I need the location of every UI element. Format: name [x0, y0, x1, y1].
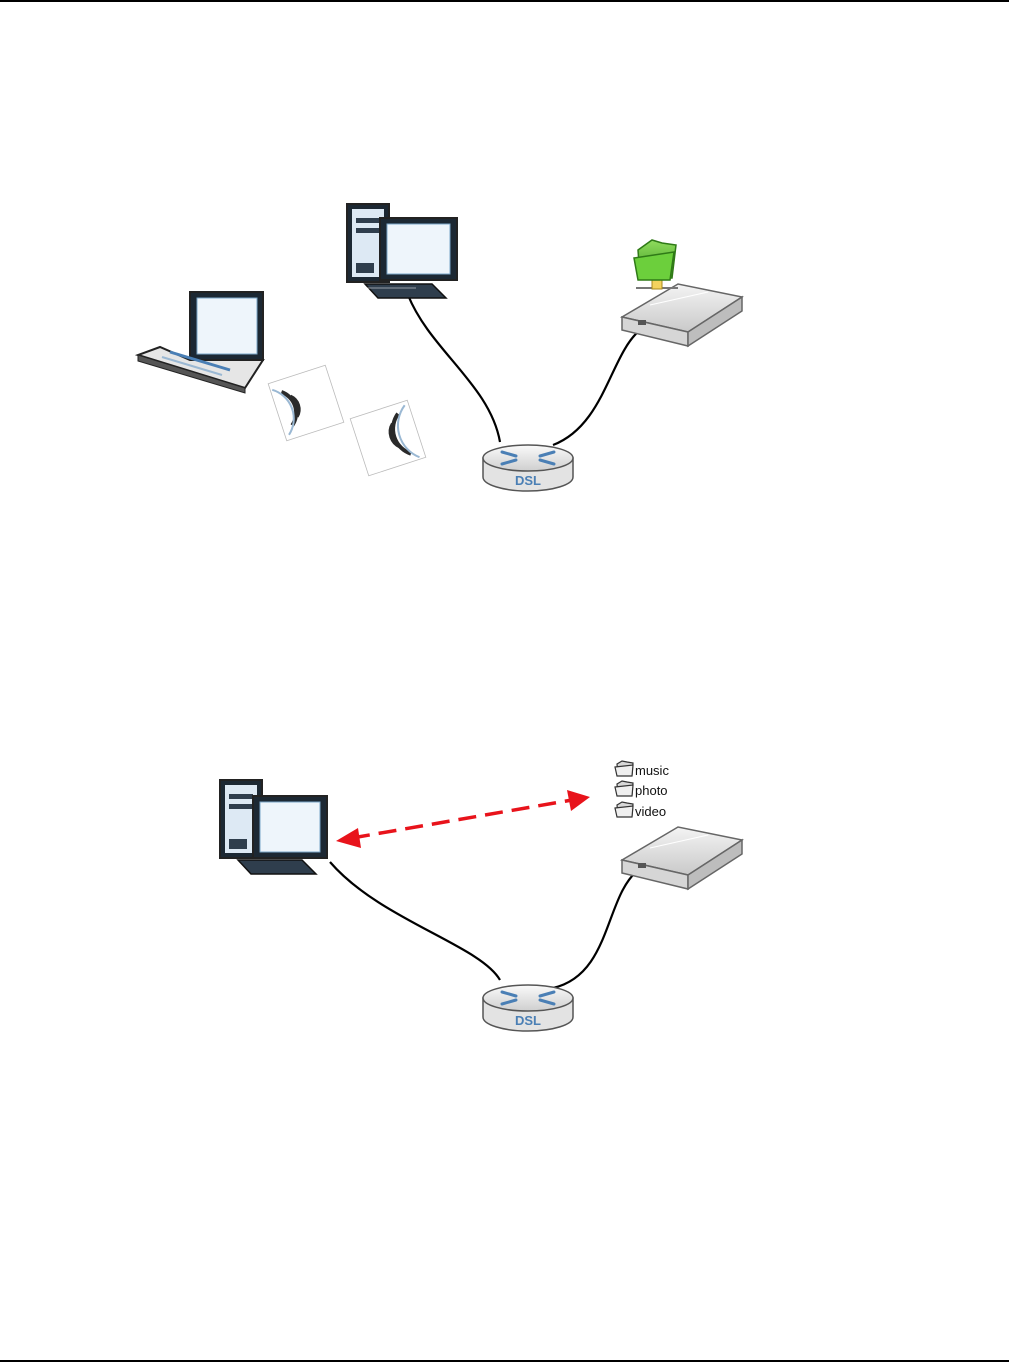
router-label: DSL [515, 1013, 541, 1028]
wireless-signal-icon [268, 365, 344, 441]
folder-list: music photo video [615, 761, 669, 819]
cable-storage-router [553, 330, 640, 445]
router-icon: DSL [483, 445, 573, 491]
desktop-computer-icon [347, 204, 457, 298]
router-label: DSL [515, 473, 541, 488]
wireless-signal-icon [350, 400, 426, 476]
header-rule [0, 0, 1009, 2]
cable-desktop-router [330, 862, 500, 980]
cable-desktop-router [408, 295, 500, 442]
router-icon: DSL [483, 985, 573, 1031]
storage-device-icon [622, 827, 742, 889]
folder-item-music: music [615, 761, 669, 778]
file-access-arrow [336, 790, 590, 848]
desktop-computer-icon [220, 780, 327, 874]
cable-storage-router [553, 872, 636, 988]
footer-rule [0, 1360, 1009, 1362]
storage-device-icon [622, 284, 742, 346]
shared-folder-icon [634, 240, 678, 289]
folder-item-video: video [615, 802, 666, 819]
network-diagram-file-access: music photo video DSL [0, 740, 1009, 1050]
folder-label: music [635, 763, 669, 778]
folder-label: photo [635, 783, 668, 798]
folder-item-photo: photo [615, 781, 668, 798]
laptop-icon [138, 292, 263, 393]
folder-label: video [635, 804, 666, 819]
network-diagram-wireless: DSL [0, 180, 1009, 510]
